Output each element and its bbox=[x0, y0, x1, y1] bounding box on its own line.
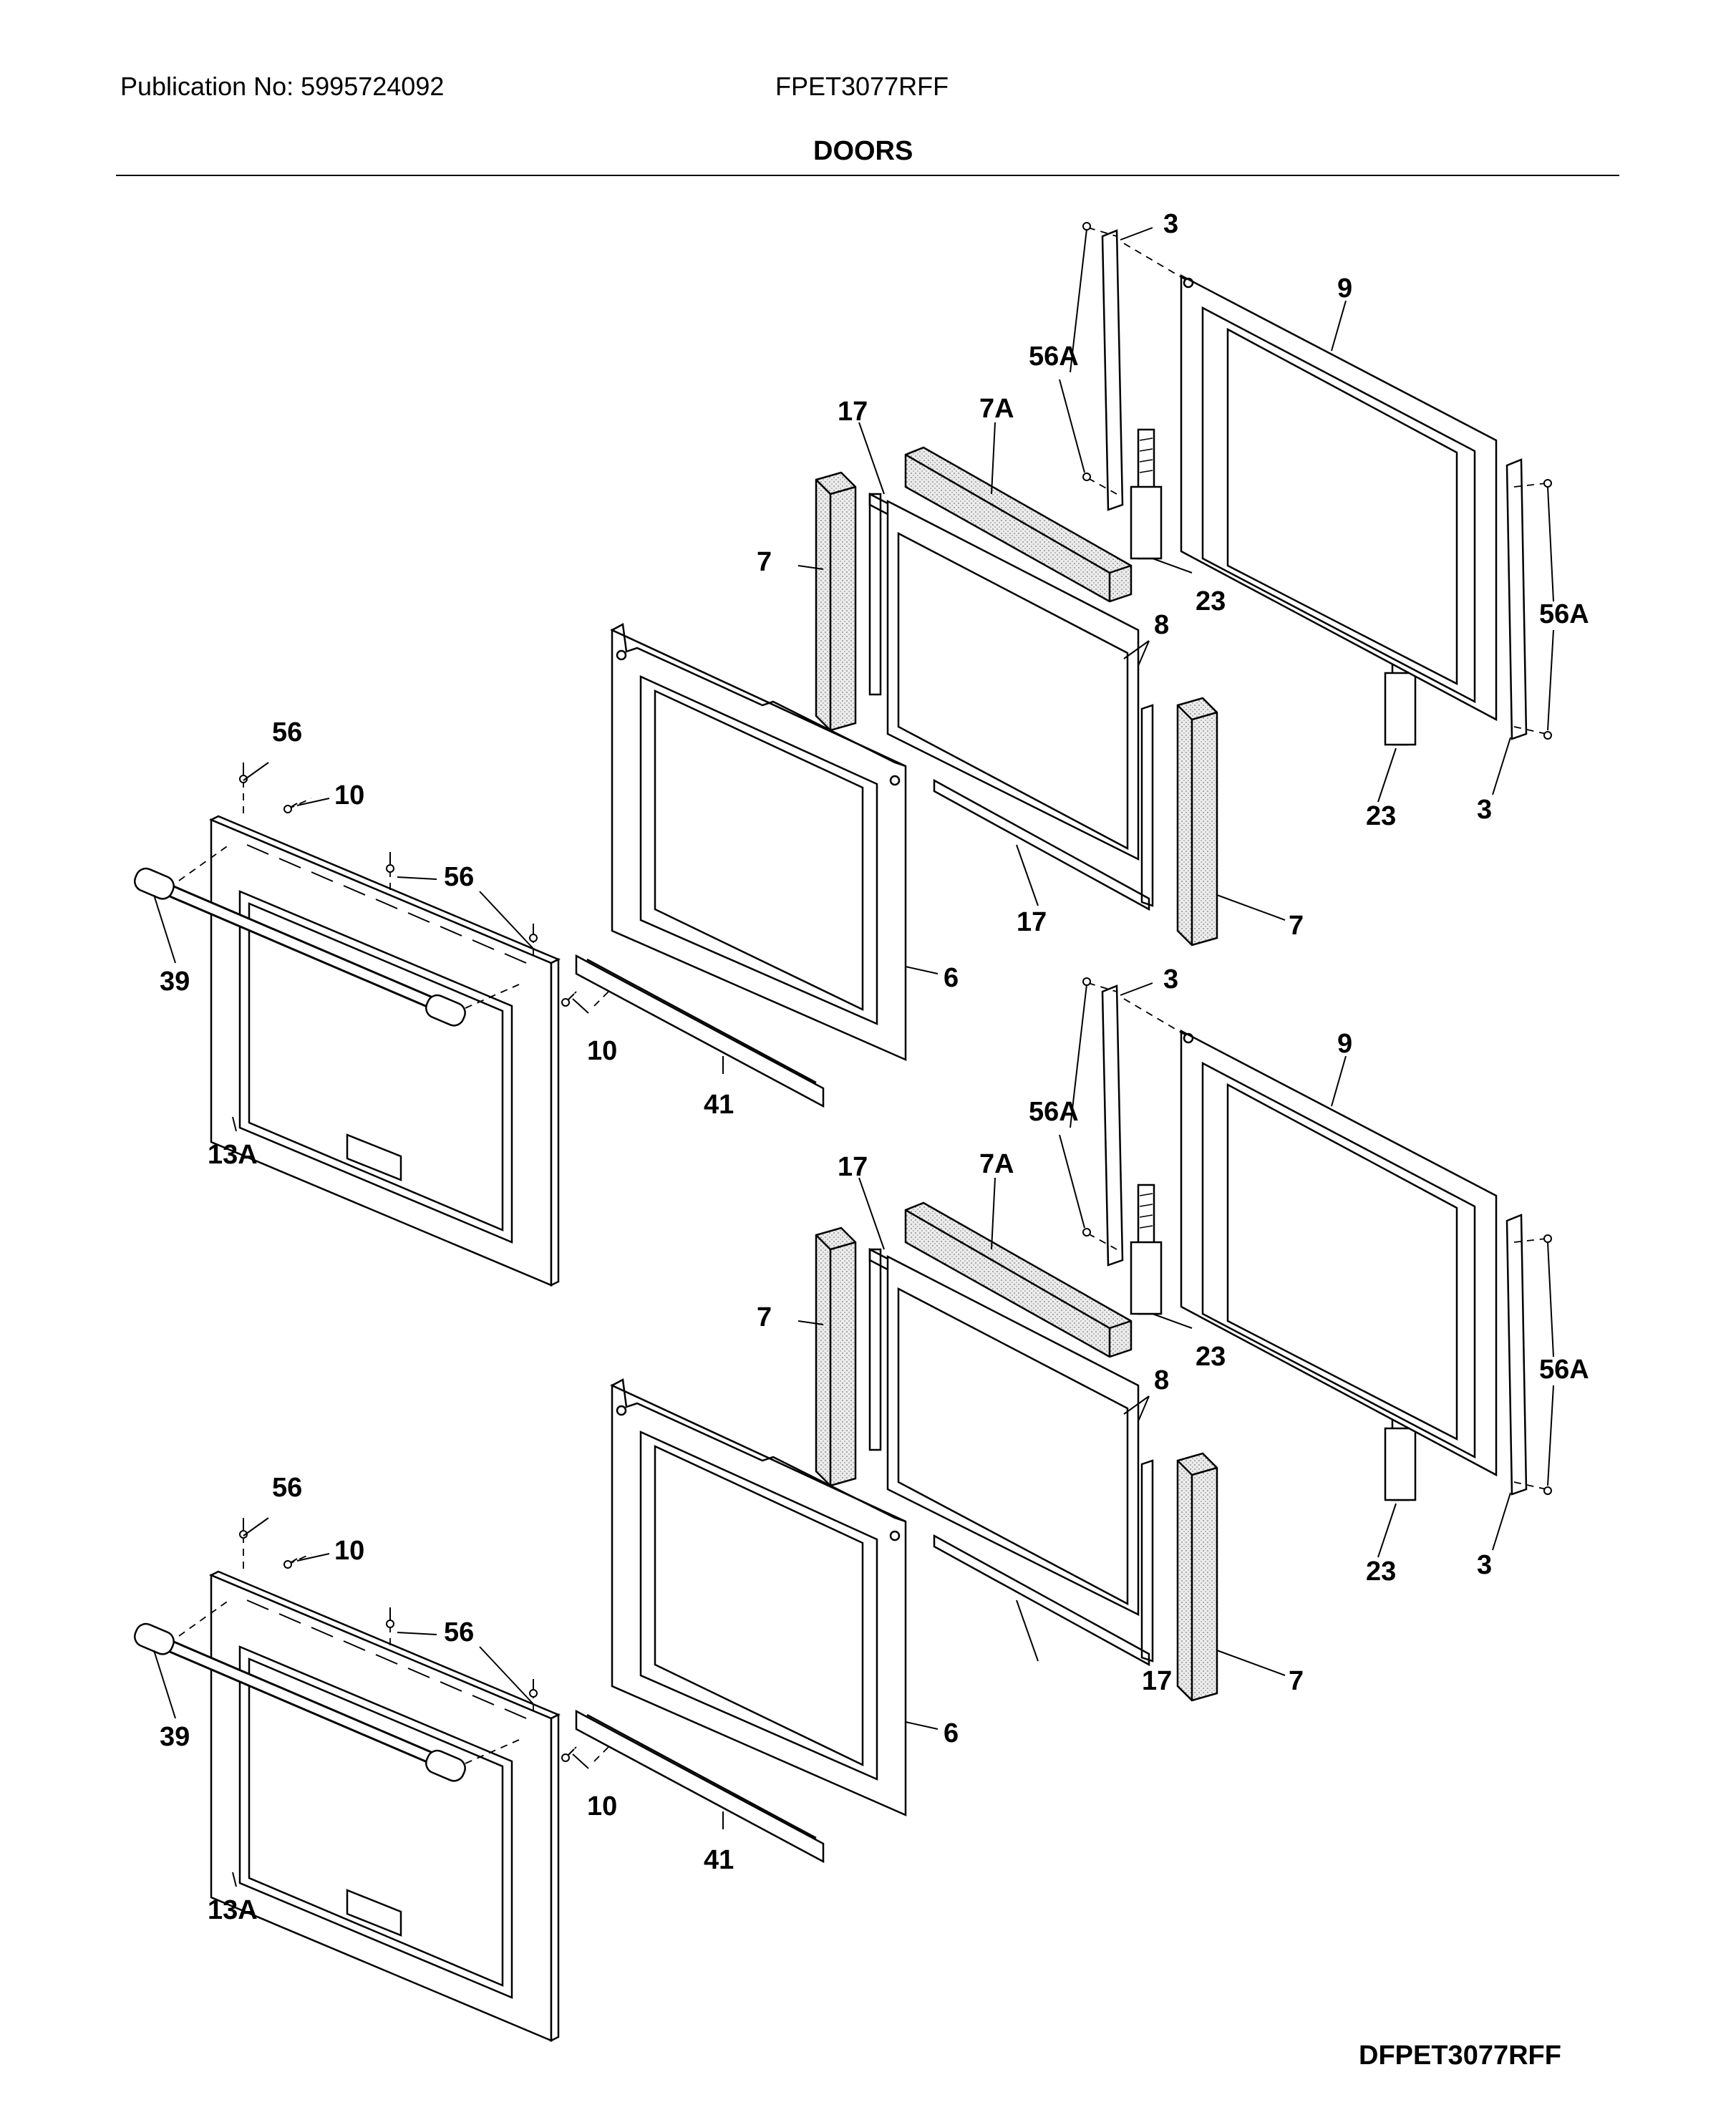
callout-56-top: 56 bbox=[272, 1473, 302, 1503]
callout-56A-left: 56A bbox=[1029, 342, 1079, 372]
callout-13A: 13A bbox=[208, 1895, 258, 1925]
callout-9: 9 bbox=[1337, 274, 1352, 304]
callout-17-bottom: 17 bbox=[1142, 1666, 1172, 1696]
callout-8: 8 bbox=[1154, 1365, 1169, 1395]
callout-23-lower: 23 bbox=[1366, 801, 1396, 831]
callout-10-bottom: 10 bbox=[587, 1036, 617, 1066]
callout-56-mid: 56 bbox=[444, 1617, 474, 1647]
callout-3-bottom: 3 bbox=[1477, 1550, 1492, 1580]
section-title: DOORS bbox=[813, 136, 913, 166]
callout-3-top: 3 bbox=[1163, 964, 1178, 994]
callout-56A-left: 56A bbox=[1029, 1097, 1079, 1127]
callout-56A-right: 56A bbox=[1539, 599, 1589, 629]
callout-13A: 13A bbox=[208, 1140, 258, 1170]
header-divider bbox=[116, 175, 1619, 176]
callout-41: 41 bbox=[704, 1845, 734, 1875]
callout-6: 6 bbox=[944, 1718, 959, 1748]
callout-17-bottom: 17 bbox=[1017, 907, 1047, 937]
callout-3-bottom: 3 bbox=[1477, 795, 1492, 825]
callout-56-top: 56 bbox=[272, 717, 302, 747]
callout-6: 6 bbox=[944, 963, 959, 993]
callout-7A: 7A bbox=[979, 394, 1014, 424]
callout-17-top: 17 bbox=[838, 1152, 868, 1182]
callout-56-mid: 56 bbox=[444, 862, 474, 892]
lower-callouts: 3 9 56A 17 7A 7 23 8 56A 56 10 56 39 6 1… bbox=[160, 964, 1589, 1925]
diagram-code: DFPET3077RFF bbox=[1359, 2041, 1561, 2071]
callout-39: 39 bbox=[160, 967, 190, 997]
callout-10-bottom: 10 bbox=[587, 1791, 617, 1821]
callout-10-top: 10 bbox=[334, 780, 364, 810]
callout-9: 9 bbox=[1337, 1029, 1352, 1059]
callout-23-lower: 23 bbox=[1366, 1557, 1396, 1587]
callout-39: 39 bbox=[160, 1722, 190, 1752]
callout-10-top: 10 bbox=[334, 1536, 364, 1566]
callout-23-upper: 23 bbox=[1196, 1342, 1226, 1372]
callout-7-right: 7 bbox=[1289, 911, 1304, 941]
callout-7-right: 7 bbox=[1289, 1666, 1304, 1696]
callout-8: 8 bbox=[1154, 610, 1169, 640]
publication-number: Publication No: 5995724092 bbox=[120, 72, 445, 101]
callout-7-left: 7 bbox=[757, 1302, 772, 1332]
callout-41: 41 bbox=[704, 1090, 734, 1120]
callout-23-upper: 23 bbox=[1196, 586, 1226, 616]
upper-callouts: 3 9 56A 17 7A 7 23 8 56A 56 10 56 39 6 1… bbox=[160, 209, 1589, 1170]
callout-56A-right: 56A bbox=[1539, 1355, 1589, 1385]
callout-7A: 7A bbox=[979, 1149, 1014, 1179]
callout-17-top: 17 bbox=[838, 397, 868, 427]
callout-3-top: 3 bbox=[1163, 209, 1178, 239]
model-number: FPET3077RFF bbox=[775, 72, 949, 101]
callout-7-left: 7 bbox=[757, 547, 772, 577]
